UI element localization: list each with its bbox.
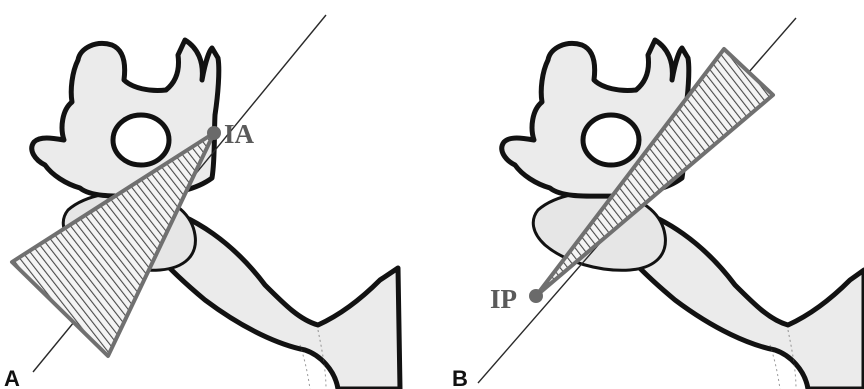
panel-b-point-label: IP [490,284,517,314]
panel-b-letter: B [452,366,468,389]
panel-a-point-label: IA [224,119,255,149]
panel-b: IP B [452,18,864,389]
panel-a-letter: A [4,366,20,389]
panel-b-point [529,289,543,303]
panel-b-canal [583,115,639,165]
panel-a-canal [113,115,169,165]
panel-a: IA A [4,15,400,389]
panel-a-point [207,126,221,140]
